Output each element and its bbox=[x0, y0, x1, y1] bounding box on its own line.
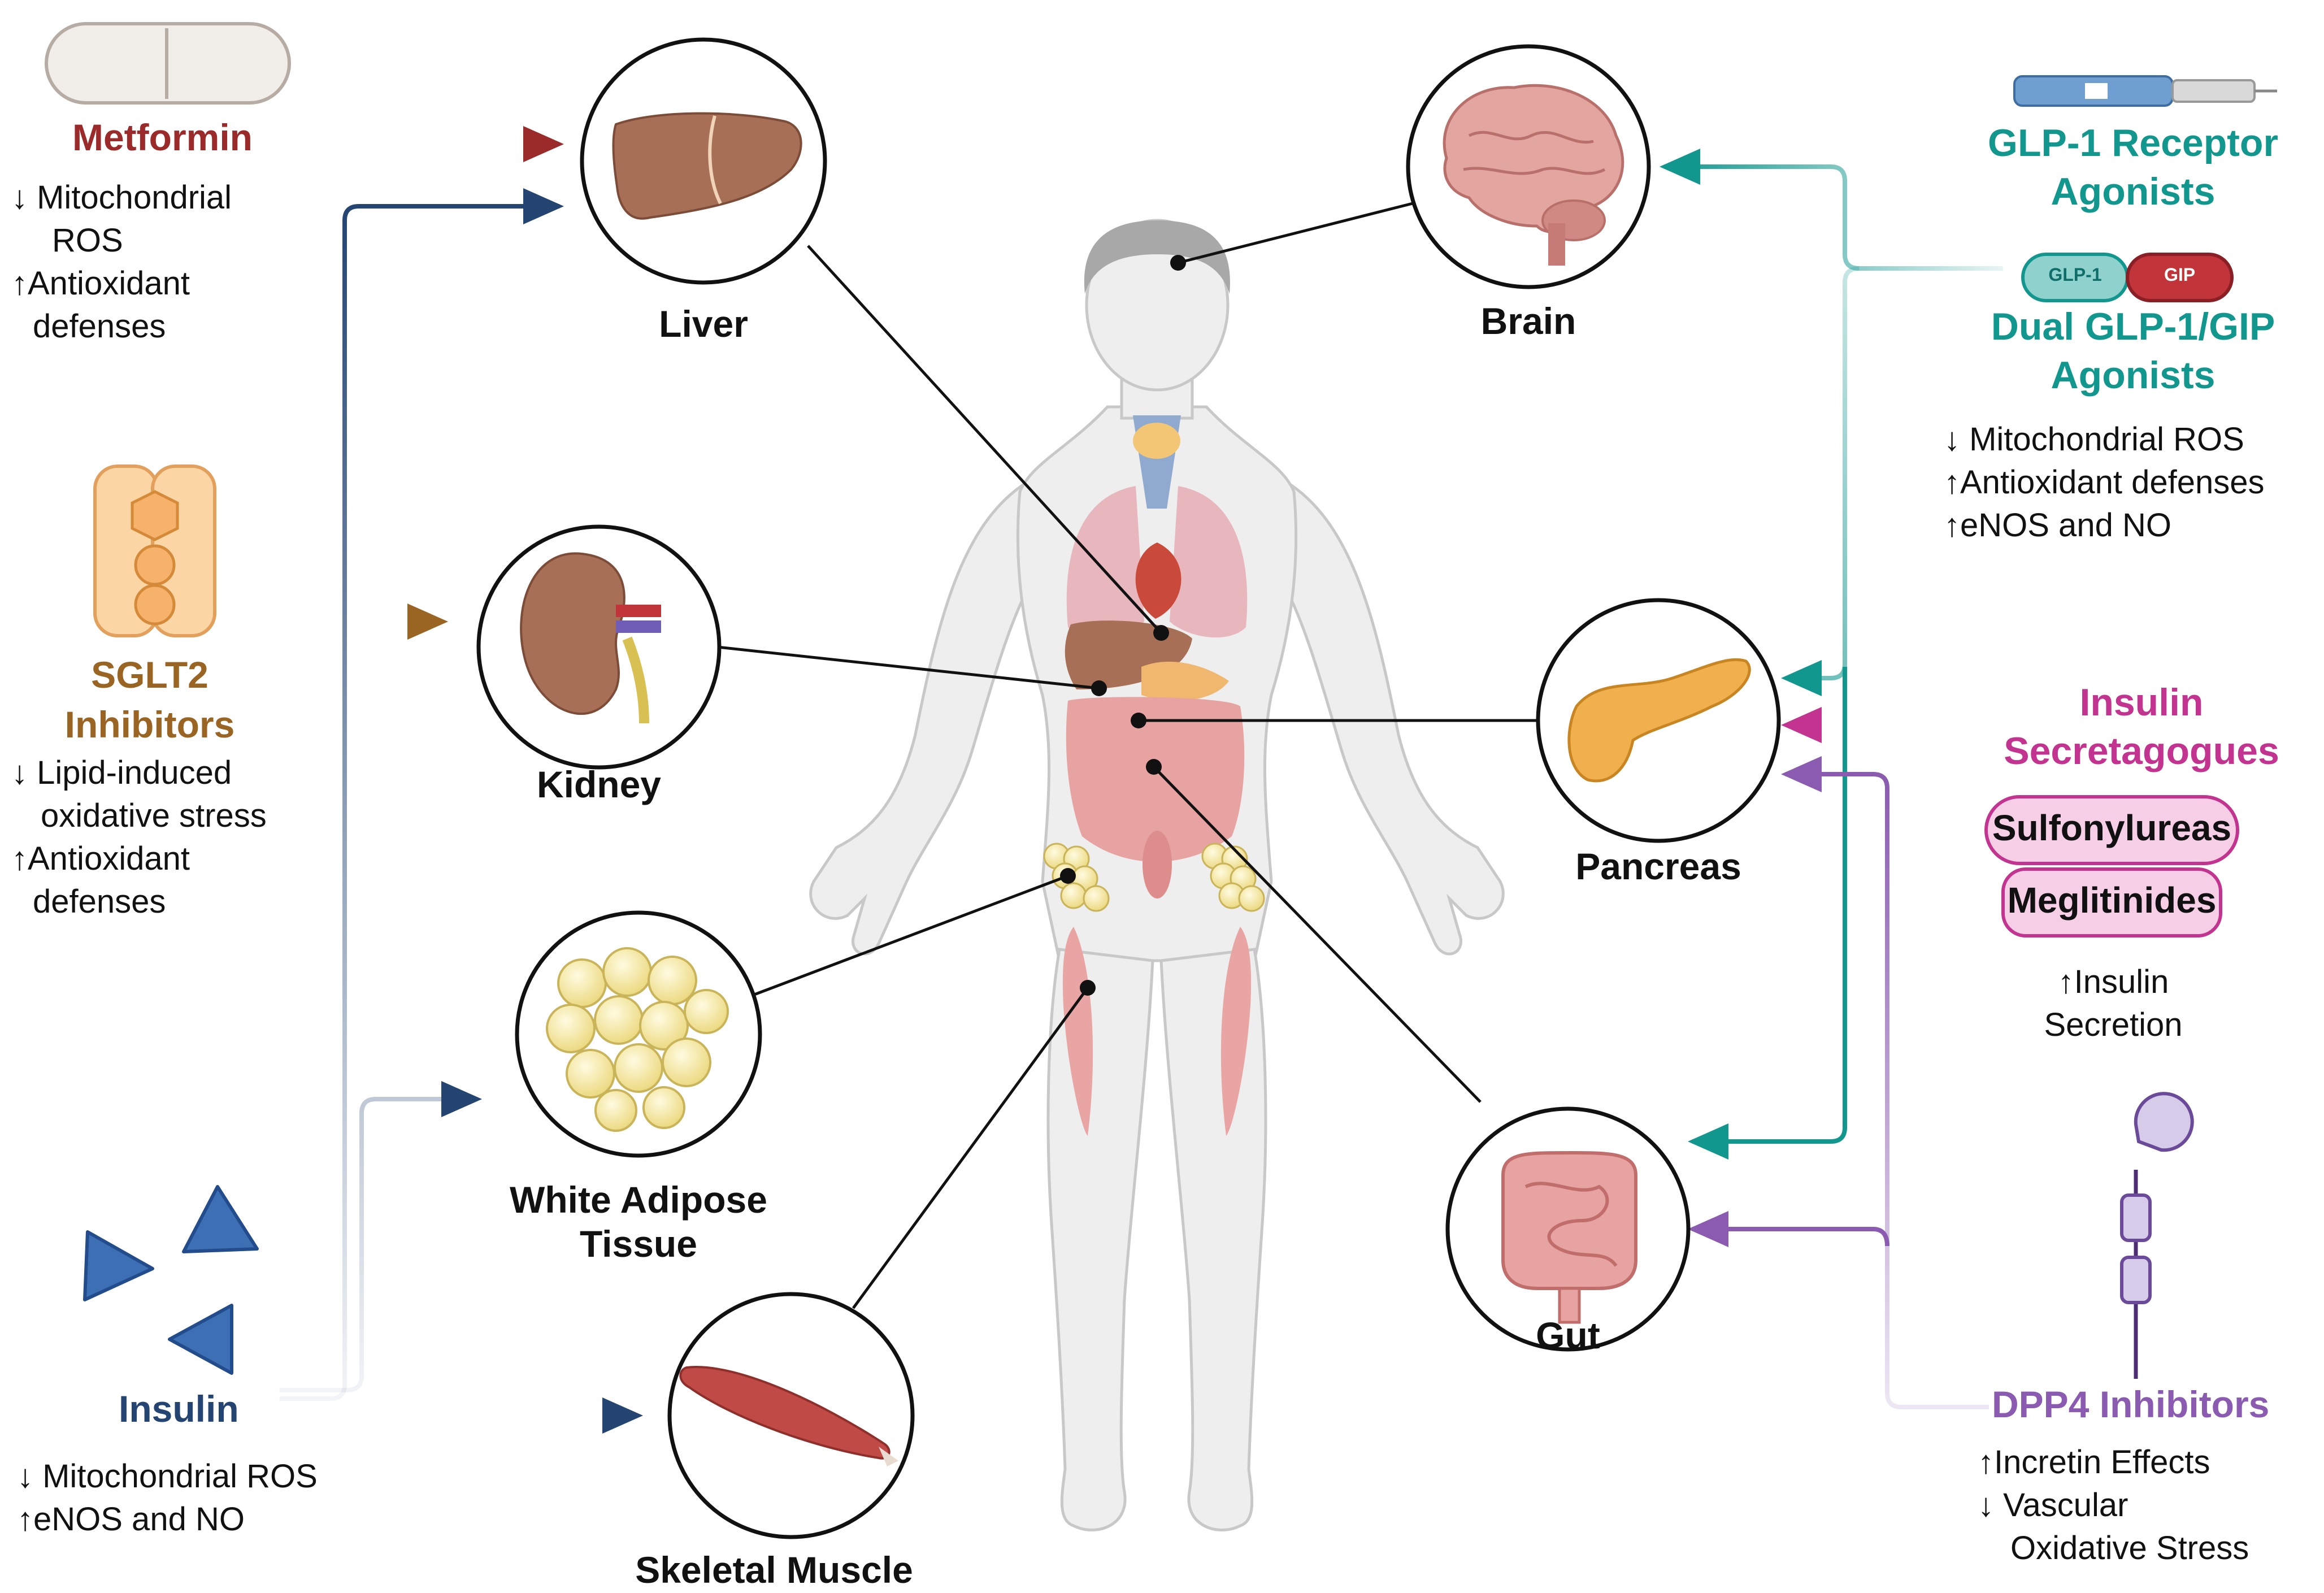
brain-label: Brain bbox=[1480, 300, 1576, 342]
glp1-gip-capsule-icon bbox=[2021, 253, 2234, 302]
sglt2-title: SGLT2 Inhibitors bbox=[57, 650, 243, 749]
glp1-title: GLP-1 Receptor Agonists bbox=[1932, 119, 2324, 216]
glp1-effect-3: ↑eNOS and NO bbox=[1944, 507, 2171, 544]
organ-connector-lines bbox=[717, 202, 1537, 1309]
metformin-effect-4: defenses bbox=[33, 308, 166, 345]
metformin-effect-2: ROS bbox=[52, 222, 123, 259]
muscle-icon bbox=[679, 1366, 898, 1466]
dpp4-effect-1: ↑Incretin Effects bbox=[1978, 1444, 2210, 1481]
capsule-gip-label: GIP bbox=[2164, 264, 2196, 285]
sglt2-effect-2: oxidative stress bbox=[41, 797, 267, 834]
secretagogue-title-line2: Secretagogues bbox=[2004, 730, 2279, 772]
sulfonylureas-label: Sulfonylureas bbox=[1992, 808, 2232, 848]
insulin-liver-arrow bbox=[280, 188, 564, 1401]
fat-cells-icon bbox=[546, 947, 729, 1132]
glp1-pancreas-arrow bbox=[1781, 266, 1860, 696]
kidney-connector bbox=[717, 645, 1100, 690]
meglitinides-label: Meglitinides bbox=[2007, 880, 2217, 921]
sglt2-transporter-icon bbox=[93, 465, 216, 637]
adipose-connector bbox=[754, 874, 1068, 996]
kidney-icon bbox=[520, 552, 661, 724]
insulin-adipose-arrow bbox=[280, 1081, 482, 1392]
secretagogue-title-line1: Insulin bbox=[2079, 681, 2204, 724]
pancreas-icon bbox=[1567, 658, 1751, 783]
brain-connector bbox=[1178, 202, 1413, 264]
dpp4-effect-2: ↓ Vascular bbox=[1978, 1487, 2128, 1523]
pill-icon bbox=[45, 22, 291, 105]
secretagogue-pills-icon bbox=[1984, 795, 2239, 937]
dpp4-title: DPP4 Inhibitors bbox=[1992, 1383, 2270, 1425]
glp1-effects: ↓ Mitochondrial ROS ↑Antioxidant defense… bbox=[1944, 418, 2264, 547]
organ-connector-dots bbox=[1060, 255, 1186, 996]
gut-label: Gut bbox=[1536, 1314, 1600, 1356]
muscle-circle bbox=[667, 1292, 915, 1539]
pancreas-circle bbox=[1536, 598, 1781, 843]
metformin-effect-3: ↑Antioxidant bbox=[11, 265, 190, 302]
sglt2-title-line1: SGLT2 bbox=[91, 654, 208, 696]
dpp4-effect-3: Oxidative Stress bbox=[2010, 1530, 2249, 1566]
insulin-effect-1: ↓ Mitochondrial ROS bbox=[17, 1458, 318, 1495]
dual-agonist-title-line1: Dual GLP-1/GIP bbox=[1991, 305, 2275, 348]
gut-circle bbox=[1445, 1106, 1691, 1352]
glp1-title-line2: Agonists bbox=[2051, 170, 2216, 213]
muscle-label: Skeletal Muscle bbox=[635, 1549, 913, 1591]
metformin-title: Metformin bbox=[72, 116, 253, 158]
dpp4-pancreas-arrow bbox=[1781, 756, 1989, 1409]
sglt2-effects: ↓ Lipid-induced oxidative stress ↑Antiox… bbox=[11, 752, 267, 923]
insulin-effects: ↓ Mitochondrial ROS ↑eNOS and NO bbox=[17, 1455, 318, 1541]
sglt2-title-line2: Inhibitors bbox=[64, 704, 235, 745]
intestine-icon bbox=[1501, 1151, 1637, 1324]
insulin-triangles-icon bbox=[83, 1185, 259, 1375]
glp1-title-line1: GLP-1 Receptor bbox=[1988, 121, 2278, 164]
insulin-title: Insulin bbox=[119, 1388, 239, 1430]
liver-icon bbox=[612, 112, 802, 220]
liver-connector bbox=[807, 245, 1162, 634]
capsule-glp1-label: GLP-1 bbox=[2048, 264, 2102, 285]
adipose-label-line1: White Adipose bbox=[510, 1179, 767, 1221]
adipose-label: White Adipose Tissue bbox=[480, 1178, 797, 1266]
metformin-effects: ↓ Mitochondrial ROS ↑Antioxidant defense… bbox=[11, 176, 232, 348]
dual-agonist-title-line2: Agonists bbox=[2051, 354, 2216, 397]
secretagogue-effect-2: Secretion bbox=[2044, 1006, 2183, 1043]
glp1-effect-1: ↓ Mitochondrial ROS bbox=[1944, 421, 2244, 458]
kidney-label: Kidney bbox=[536, 763, 662, 805]
dual-agonist-title: Dual GLP-1/GIP Agonists bbox=[1932, 302, 2324, 400]
liver-label: Liver bbox=[659, 303, 748, 345]
injection-pen-icon bbox=[2013, 75, 2277, 107]
dpp4-enzyme-icon bbox=[2120, 1092, 2194, 1379]
liver-circle bbox=[580, 37, 827, 285]
adipose-circle bbox=[515, 910, 762, 1158]
secretagogue-effect-1: ↑Insulin bbox=[2057, 963, 2169, 1000]
adipose-label-line2: Tissue bbox=[580, 1222, 697, 1265]
brain-circle bbox=[1406, 44, 1651, 289]
pancreas-label: Pancreas bbox=[1575, 845, 1741, 887]
metformin-effect-1: ↓ Mitochondrial bbox=[11, 179, 232, 216]
sglt2-effect-4: defenses bbox=[33, 883, 166, 920]
glp1-effect-2: ↑Antioxidant defenses bbox=[1944, 464, 2265, 501]
dpp4-gut-arrow bbox=[1692, 1229, 1889, 1246]
gut-connector bbox=[1153, 766, 1482, 1103]
sglt2-effect-3: ↑Antioxidant bbox=[11, 840, 190, 877]
glp1-gut-arrow bbox=[1688, 667, 1847, 1160]
human-body-icon bbox=[809, 219, 1505, 1531]
muscle-connector bbox=[852, 987, 1089, 1309]
dpp4-effects: ↑Incretin Effects ↓ Vascular Oxidative S… bbox=[1978, 1441, 2249, 1570]
secretagogue-effects: ↑Insulin Secretion bbox=[1995, 961, 2232, 1047]
secretagogue-title: Insulin Secretagogues bbox=[1949, 678, 2324, 775]
sglt2-effect-1: ↓ Lipid-induced bbox=[11, 754, 232, 791]
brain-icon bbox=[1443, 84, 1624, 266]
insulin-effect-2: ↑eNOS and NO bbox=[17, 1501, 245, 1538]
kidney-circle bbox=[476, 524, 722, 770]
